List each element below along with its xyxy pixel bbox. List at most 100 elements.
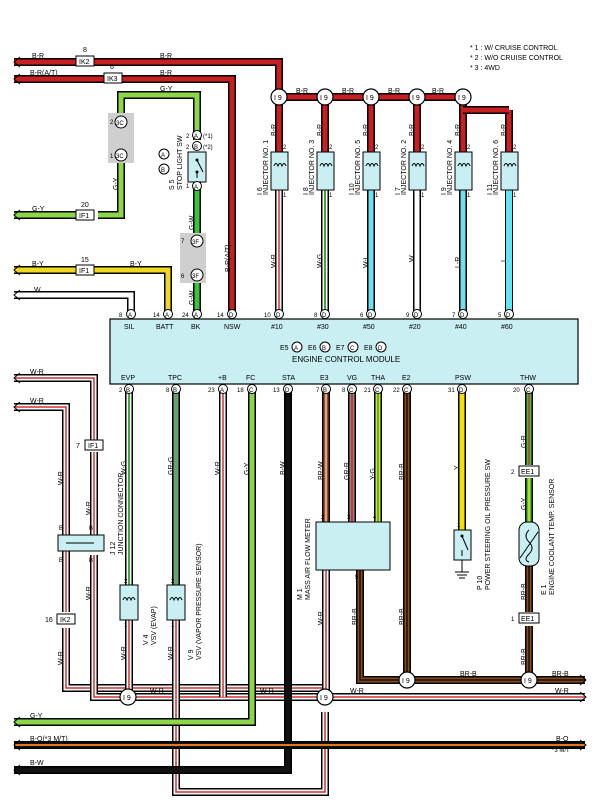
wire-label: B-R <box>160 70 172 77</box>
wire-label: GR-G <box>168 457 175 475</box>
wire-label: W-R <box>260 688 274 695</box>
svg-text:C: C <box>526 388 531 394</box>
svg-text:B: B <box>161 168 165 174</box>
svg-text:14: 14 <box>217 313 224 319</box>
svg-text:1: 1 <box>421 193 425 199</box>
svg-text:E8: E8 <box>364 345 373 352</box>
svg-text:1: 1 <box>186 184 190 190</box>
svg-text:SIL: SIL <box>124 324 135 331</box>
svg-text:I 9: I 9 <box>441 187 448 195</box>
svg-text:B: B <box>126 388 130 394</box>
svg-text:B: B <box>89 558 93 564</box>
svg-text:EE1: EE1 <box>521 616 534 623</box>
svg-text:W-R: W-R <box>271 254 278 268</box>
svg-text:18: 18 <box>237 388 244 394</box>
wire-label: W-R <box>30 369 44 376</box>
svg-text:A: A <box>220 388 224 394</box>
svg-text:B-R: B-R <box>271 124 278 136</box>
bottom-splices: I 9 I 9 I 9 I 9 W-R W-R W-R W-R BR-B BR-… <box>119 671 570 754</box>
svg-text:D: D <box>506 313 511 319</box>
svg-text:2: 2 <box>329 145 333 151</box>
svg-text:B: B <box>173 388 177 394</box>
svg-text:1: 1 <box>511 617 515 623</box>
svg-text:1: 1 <box>467 193 471 199</box>
injector-1: I 6 INJECTOR NO. 1 W-R B-R 2 1 <box>257 124 289 268</box>
wire-label: G-Y <box>521 497 528 510</box>
wire-label: Y-G <box>370 468 377 480</box>
svg-text:W: W <box>409 255 416 262</box>
svg-text:8: 8 <box>166 388 170 394</box>
ecm-top-pins: SIL 8 A BATT 14 A BK 24 A NSW 14 D #10 1… <box>119 309 514 331</box>
svg-text:M 1: M 1 <box>297 588 304 600</box>
svg-text:#10: #10 <box>271 324 283 331</box>
wire-note: *3 M/T <box>552 748 570 754</box>
svg-text:B-R: B-R <box>409 124 416 136</box>
svg-text:#40: #40 <box>455 324 467 331</box>
svg-text:A: A <box>194 185 198 191</box>
svg-text:E2: E2 <box>402 375 411 382</box>
coolant-temp-sensor: EE1 2 E 1 ENGINE COOLANT TEMP. SENSOR EE… <box>511 435 556 665</box>
svg-text:L-R: L-R <box>455 257 462 268</box>
vsv-evap: 2 1 V 4 VSV (EVAP) W-G W-R <box>119 461 158 660</box>
connector-tag-ik3: IK3 <box>103 72 123 84</box>
wire-label: BR-W <box>318 461 325 480</box>
svg-text:I 7: I 7 <box>395 187 402 195</box>
vsv-vapor: 2 1 V 9 VSV (VAPOR PRESSURE SENSOR) GR-G… <box>166 457 203 660</box>
pin-number: 6 <box>110 64 114 71</box>
svg-text:C: C <box>349 388 354 394</box>
svg-text:I 6: I 6 <box>257 187 264 195</box>
svg-text:I 9: I 9 <box>123 695 131 702</box>
pin-number: 8 <box>83 47 87 54</box>
wire-sta <box>14 390 292 774</box>
note-3: * 3 : 4WD <box>470 65 500 72</box>
svg-text:E5: E5 <box>280 345 289 352</box>
svg-text:2: 2 <box>421 145 425 151</box>
svg-text:W-G: W-G <box>317 254 324 268</box>
injector-feed-wires <box>275 97 513 152</box>
svg-text:THA: THA <box>371 375 385 382</box>
svg-text:INJECTOR NO. 6: INJECTOR NO. 6 <box>493 140 500 195</box>
wire-label: B-R <box>160 53 172 60</box>
svg-text:L: L <box>501 258 508 262</box>
svg-text:2: 2 <box>467 145 471 151</box>
svg-text:6: 6 <box>181 274 185 280</box>
svg-text:A: A <box>161 153 165 159</box>
svg-text:A: A <box>165 313 169 319</box>
svg-text:21: 21 <box>364 388 371 394</box>
left-wire-labels: B-R B-R B-R(A/T) B-R 8 6 IK2 IK3 G-Y 20 … <box>30 47 172 767</box>
wire-label: BR-B <box>399 463 406 480</box>
wire-label: W-G <box>121 461 128 475</box>
svg-text:E6: E6 <box>308 345 317 352</box>
connector-ik2-low: IK2 16 <box>45 613 76 625</box>
svg-text:B: B <box>59 558 63 564</box>
svg-text:MASS AIR FLOW METER: MASS AIR FLOW METER <box>305 518 312 600</box>
svg-text:D: D <box>229 313 234 319</box>
svg-text:10: 10 <box>264 313 271 319</box>
svg-text:IF1: IF1 <box>79 268 89 275</box>
svg-text:INJECTOR NO. 1: INJECTOR NO. 1 <box>263 140 270 195</box>
svg-text:#30: #30 <box>317 324 329 331</box>
wire-label: W-R <box>30 398 44 405</box>
svg-text:INJECTOR NO. 3: INJECTOR NO. 3 <box>309 140 316 195</box>
ecm-title: ENGINE CONTROL MODULE <box>292 355 400 364</box>
wire-label: B-R <box>342 88 354 95</box>
wire-label: W <box>34 287 41 294</box>
svg-text:B-R: B-R <box>501 124 508 136</box>
svg-text:EE1: EE1 <box>521 469 534 476</box>
wire-label: W-R <box>58 651 65 665</box>
svg-text:STOP LIGHT SW: STOP LIGHT SW <box>177 135 184 190</box>
svg-text:E7: E7 <box>336 345 345 352</box>
svg-text:24: 24 <box>182 313 189 319</box>
svg-text:1: 1 <box>124 623 128 629</box>
ecm-bottom-pins: EVP 2 B TPC 8 B +B 23 A FC 18 C STA 13 D… <box>119 375 536 394</box>
wire-label: B-W <box>280 461 287 475</box>
wire-label: W-R <box>150 688 164 695</box>
wire-label: G-Y <box>160 86 173 93</box>
connector-if1-mid: IF1 7 <box>76 439 104 451</box>
svg-text:1: 1 <box>513 193 517 199</box>
svg-text:I 9: I 9 <box>458 95 466 102</box>
power-steering-sw: 1 P 10 POWER STEERING OIL PRESSURE SW Y <box>453 459 492 590</box>
svg-text:#60: #60 <box>501 324 513 331</box>
pin-number: 15 <box>81 257 89 264</box>
connector-tag-ik2: IK2 <box>75 55 95 67</box>
